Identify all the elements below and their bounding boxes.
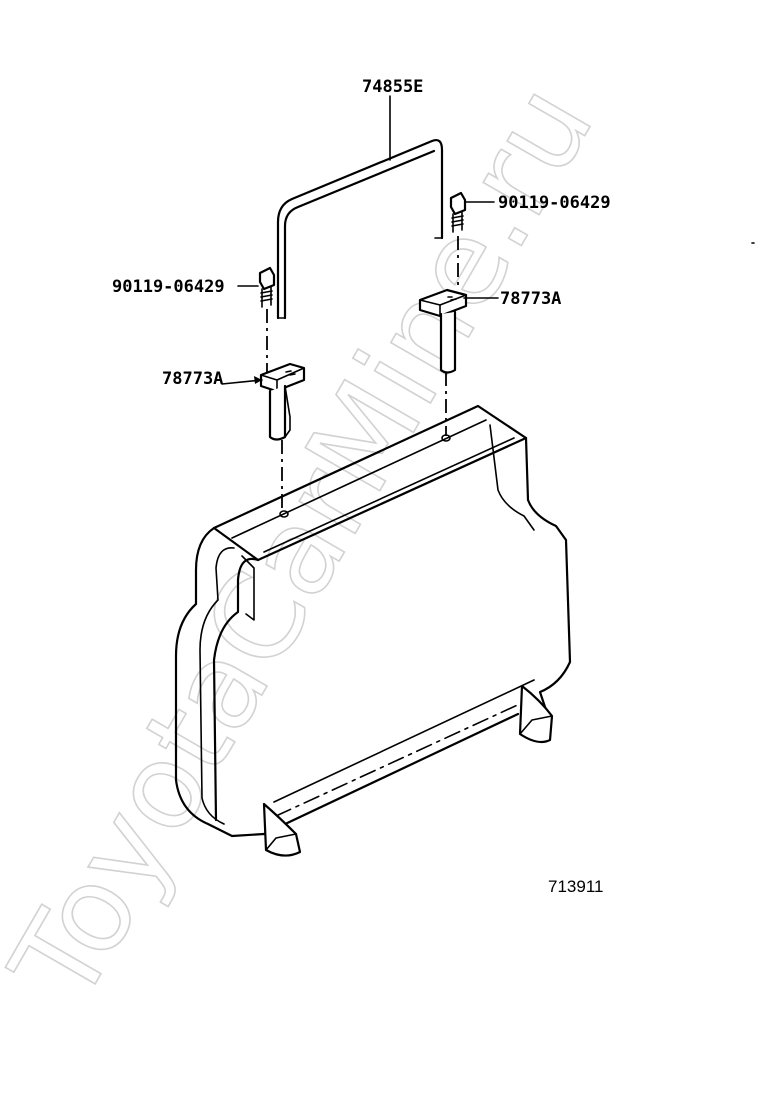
tire-cover-body <box>174 404 572 838</box>
foot-left <box>262 802 302 857</box>
label-rod: 74855E <box>362 77 423 97</box>
label-bolt-right: 90119-06429 <box>498 193 611 213</box>
bolt-right[interactable] <box>449 191 467 233</box>
retaining-rod[interactable] <box>276 138 444 320</box>
label-clip-left: 78773A <box>162 369 223 389</box>
clip-right[interactable] <box>418 288 468 374</box>
foot-right <box>518 684 554 744</box>
label-bolt-left: 90119-06429 <box>112 277 225 297</box>
figure-number: 713911 <box>548 877 603 896</box>
bolt-left[interactable] <box>258 266 276 308</box>
label-clip-right: 78773A <box>500 289 561 309</box>
assembly-guide-lines <box>266 236 459 512</box>
leader-lines <box>221 95 499 385</box>
clip-left[interactable] <box>259 362 306 441</box>
